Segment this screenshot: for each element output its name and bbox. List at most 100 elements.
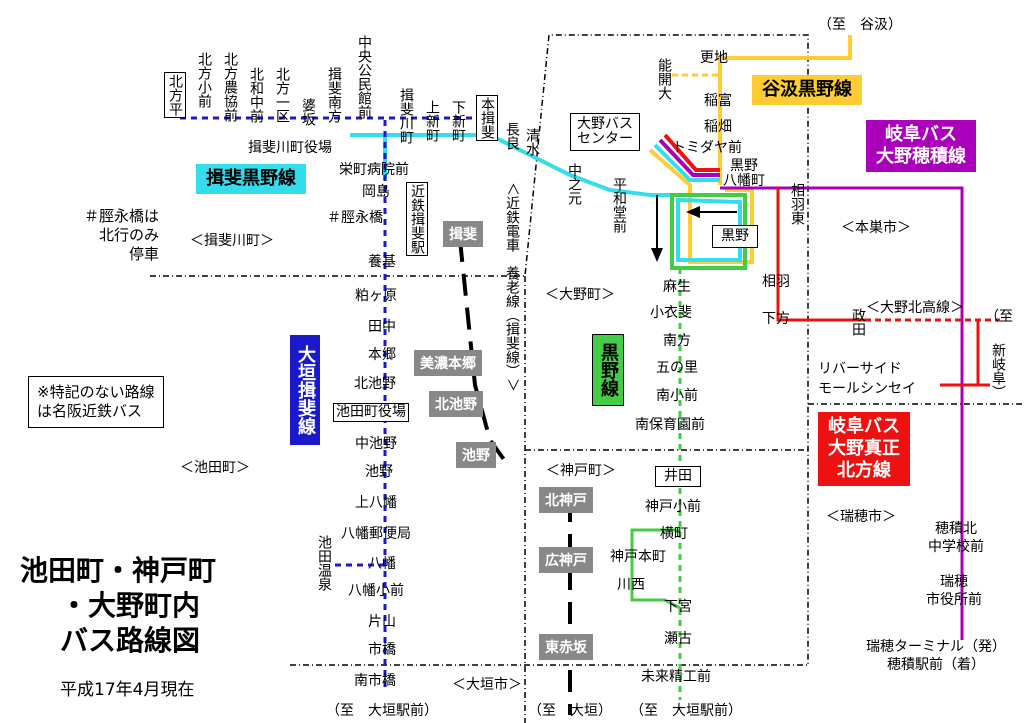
stop-chuo-kouminkan: 中央公民館前	[356, 35, 372, 119]
stop-ibi-minami: 揖斐南方	[326, 67, 342, 123]
town-godo: ＜神戸町＞	[546, 463, 616, 479]
stop-godo-honmachi: 神戸本町	[610, 549, 666, 565]
stop-okajima: 岡島	[362, 184, 390, 200]
town-motosu: ＜本巣市＞	[841, 220, 911, 236]
station-mino-hongo: 美濃本郷	[414, 350, 482, 376]
stop-mizuho-shiyakusho: 瑞穂 市役所前	[926, 574, 982, 608]
stop-yokomachi: 横町	[660, 526, 688, 542]
stop-inatomi: 稲富	[704, 93, 732, 109]
station-kita-ikeno: 北池野	[429, 391, 483, 417]
stop-kitakata-hira: 北方平	[164, 72, 186, 118]
route-label-ibi-kurono: 揖斐黒野線	[196, 164, 306, 194]
route-label-masaki: 岐阜バス 大野真正 北方線	[818, 412, 910, 486]
route-kurono-loop	[670, 193, 747, 270]
route-label-ogaki-ibi: 大垣揖斐線	[290, 335, 320, 445]
station-hiro-godo: 広神戸	[539, 547, 593, 573]
stop-shimizu: 清水	[524, 128, 540, 156]
route-label-kurono: 黒野線	[592, 334, 624, 406]
stop-sakaemachi-byouin: 栄町病院前	[339, 162, 409, 178]
stop-minami-hoikuen: 南保育園前	[635, 417, 705, 433]
stop-minami-shou: 南小前	[656, 388, 698, 404]
stop-ibigawa-yakuba: 揖斐川町役場	[248, 140, 332, 156]
stop-noukai-dai: 能開大	[656, 58, 672, 100]
dest-ogaki-ekimae1: （至 大垣駅前）	[326, 703, 438, 719]
station-ikeno: 池野	[456, 442, 496, 468]
stop-riverside: リバーサイド モールシンセイ	[818, 361, 916, 397]
stop-ida: 井田	[655, 466, 701, 487]
stop-sugisaka: 婆坂	[300, 98, 316, 126]
stop-hozumi-kita: 穂積北 中学校前	[928, 521, 984, 555]
stop-gonosato: 五の里	[656, 360, 698, 376]
stop-shimomiya: 下宮	[664, 599, 692, 615]
stop-katayama: 片山	[368, 614, 396, 630]
note-meihan: ※特記のない路線 は名阪近鉄バス	[28, 376, 164, 428]
dest-tanigumi: （至 谷汲）	[818, 17, 902, 33]
stop-heiwadou: 平和堂前	[611, 177, 627, 233]
stop-kita-ikeno: 北池野	[354, 376, 396, 392]
stop-aiba: 相羽	[762, 274, 790, 290]
stop-minamikata: 南方	[663, 333, 691, 349]
boundary-ibigawa-ono	[150, 34, 809, 665]
stop-kitakata-shou-mae: 北方小前	[196, 52, 212, 108]
town-ikeda: ＜池田町＞	[180, 460, 250, 476]
town-mizuho: ＜瑞穂市＞	[826, 509, 896, 525]
stop-kitawa-naka-mae: 北和中前	[248, 67, 264, 123]
stop-aiba-higashi: 相羽東	[789, 183, 805, 225]
stop-kintetsu-ibi: 近鉄揖斐駅	[406, 182, 428, 256]
stop-inahata: 稲畑	[704, 119, 732, 135]
map-title-line3: バス路線図	[60, 624, 201, 657]
stop-kawanishi: 川西	[617, 577, 645, 593]
stop-tanaka: 田中	[368, 319, 396, 335]
town-ono: ＜大野町＞	[545, 287, 615, 303]
stop-kurono-hachimancho: 黒野 八幡町	[723, 158, 765, 189]
stop-shimokata: 下方	[762, 311, 790, 327]
stop-ikeda-onsen: 池田温泉	[316, 535, 332, 591]
stop-nagara: 長良	[504, 122, 520, 150]
stop-ikeda-yakuba: 池田町役場	[333, 403, 409, 422]
stop-kami-hachiman: 上八幡	[355, 495, 397, 511]
route-tanigumi	[718, 35, 852, 185]
stop-ono-bus-center: 大野バス センター	[570, 113, 640, 151]
stop-kitakata-noukyou-mae: 北方農協前	[222, 52, 238, 122]
stop-hon-ibi: 本揖斐	[476, 95, 498, 141]
route-masaki	[776, 188, 865, 322]
dest-shin-gifu: 新岐阜）	[990, 343, 1006, 399]
route-label-hozumi: 岐阜バス 大野穂積線	[866, 120, 976, 172]
stop-koeibashi: ＃脛永橋	[327, 210, 383, 226]
stop-kitakata-ikku: 北方一区	[274, 67, 290, 123]
dest-ogaki: （至 大垣）	[528, 703, 612, 719]
note-ono-kitakou: ＜大野北高線＞	[866, 300, 964, 316]
stop-godo-shou: 神戸小前	[645, 499, 701, 515]
stop-nakanoen: 中之元	[566, 163, 582, 205]
map-date: 平成17年4月現在	[60, 680, 195, 700]
dest-ogaki-ekimae2: （至 大垣駅前）	[630, 703, 742, 719]
stop-hachiman: 八幡	[368, 556, 396, 572]
stop-ichihashi: 市橋	[368, 642, 396, 658]
railway-label: ＜近鉄電車 養老線（揖斐線）＞	[504, 182, 520, 392]
station-higashi-akasaka: 東赤坂	[539, 634, 593, 660]
map-title-line1: 池田町・神戸町	[20, 554, 217, 587]
stop-hongou: 本郷	[368, 347, 396, 363]
stop-minami-ichihashi: 南市橋	[354, 673, 396, 689]
dest-shin-gifu-to: （至	[985, 309, 1013, 325]
station-kita-godo: 北神戸	[539, 487, 593, 513]
stop-ibigawa-machi: 揖斐川町	[398, 88, 414, 144]
stop-sarachi: 更地	[700, 50, 728, 66]
stop-mizuho-terminal: 瑞穂ターミナル（発） 穂積駅前（着）	[866, 639, 1006, 673]
stop-koibi: 小衣斐	[650, 305, 692, 321]
stop-hachiman-yubin: 八幡郵便局	[341, 526, 411, 542]
town-ibigawa: ＜揖斐川町＞	[190, 233, 274, 249]
stop-segofuru: 瀬古	[664, 631, 692, 647]
route-label-tanigumi: 谷汲黒野線	[752, 75, 862, 105]
stop-kayugahara: 粕ヶ原	[355, 288, 397, 304]
stop-asou: 麻生	[663, 279, 691, 295]
stop-kurono: 黒野	[712, 225, 758, 248]
station-ibi: 揖斐	[443, 221, 483, 247]
town-ogaki: ＜大垣市＞	[452, 677, 522, 693]
stop-naka-ikeno: 中池野	[355, 436, 397, 452]
stop-youki: 養基	[368, 254, 396, 270]
stop-shimo-shinmachi: 下新町	[450, 100, 466, 142]
stop-hachiman-shou: 八幡小前	[348, 583, 404, 599]
route-hozumi	[720, 186, 964, 640]
